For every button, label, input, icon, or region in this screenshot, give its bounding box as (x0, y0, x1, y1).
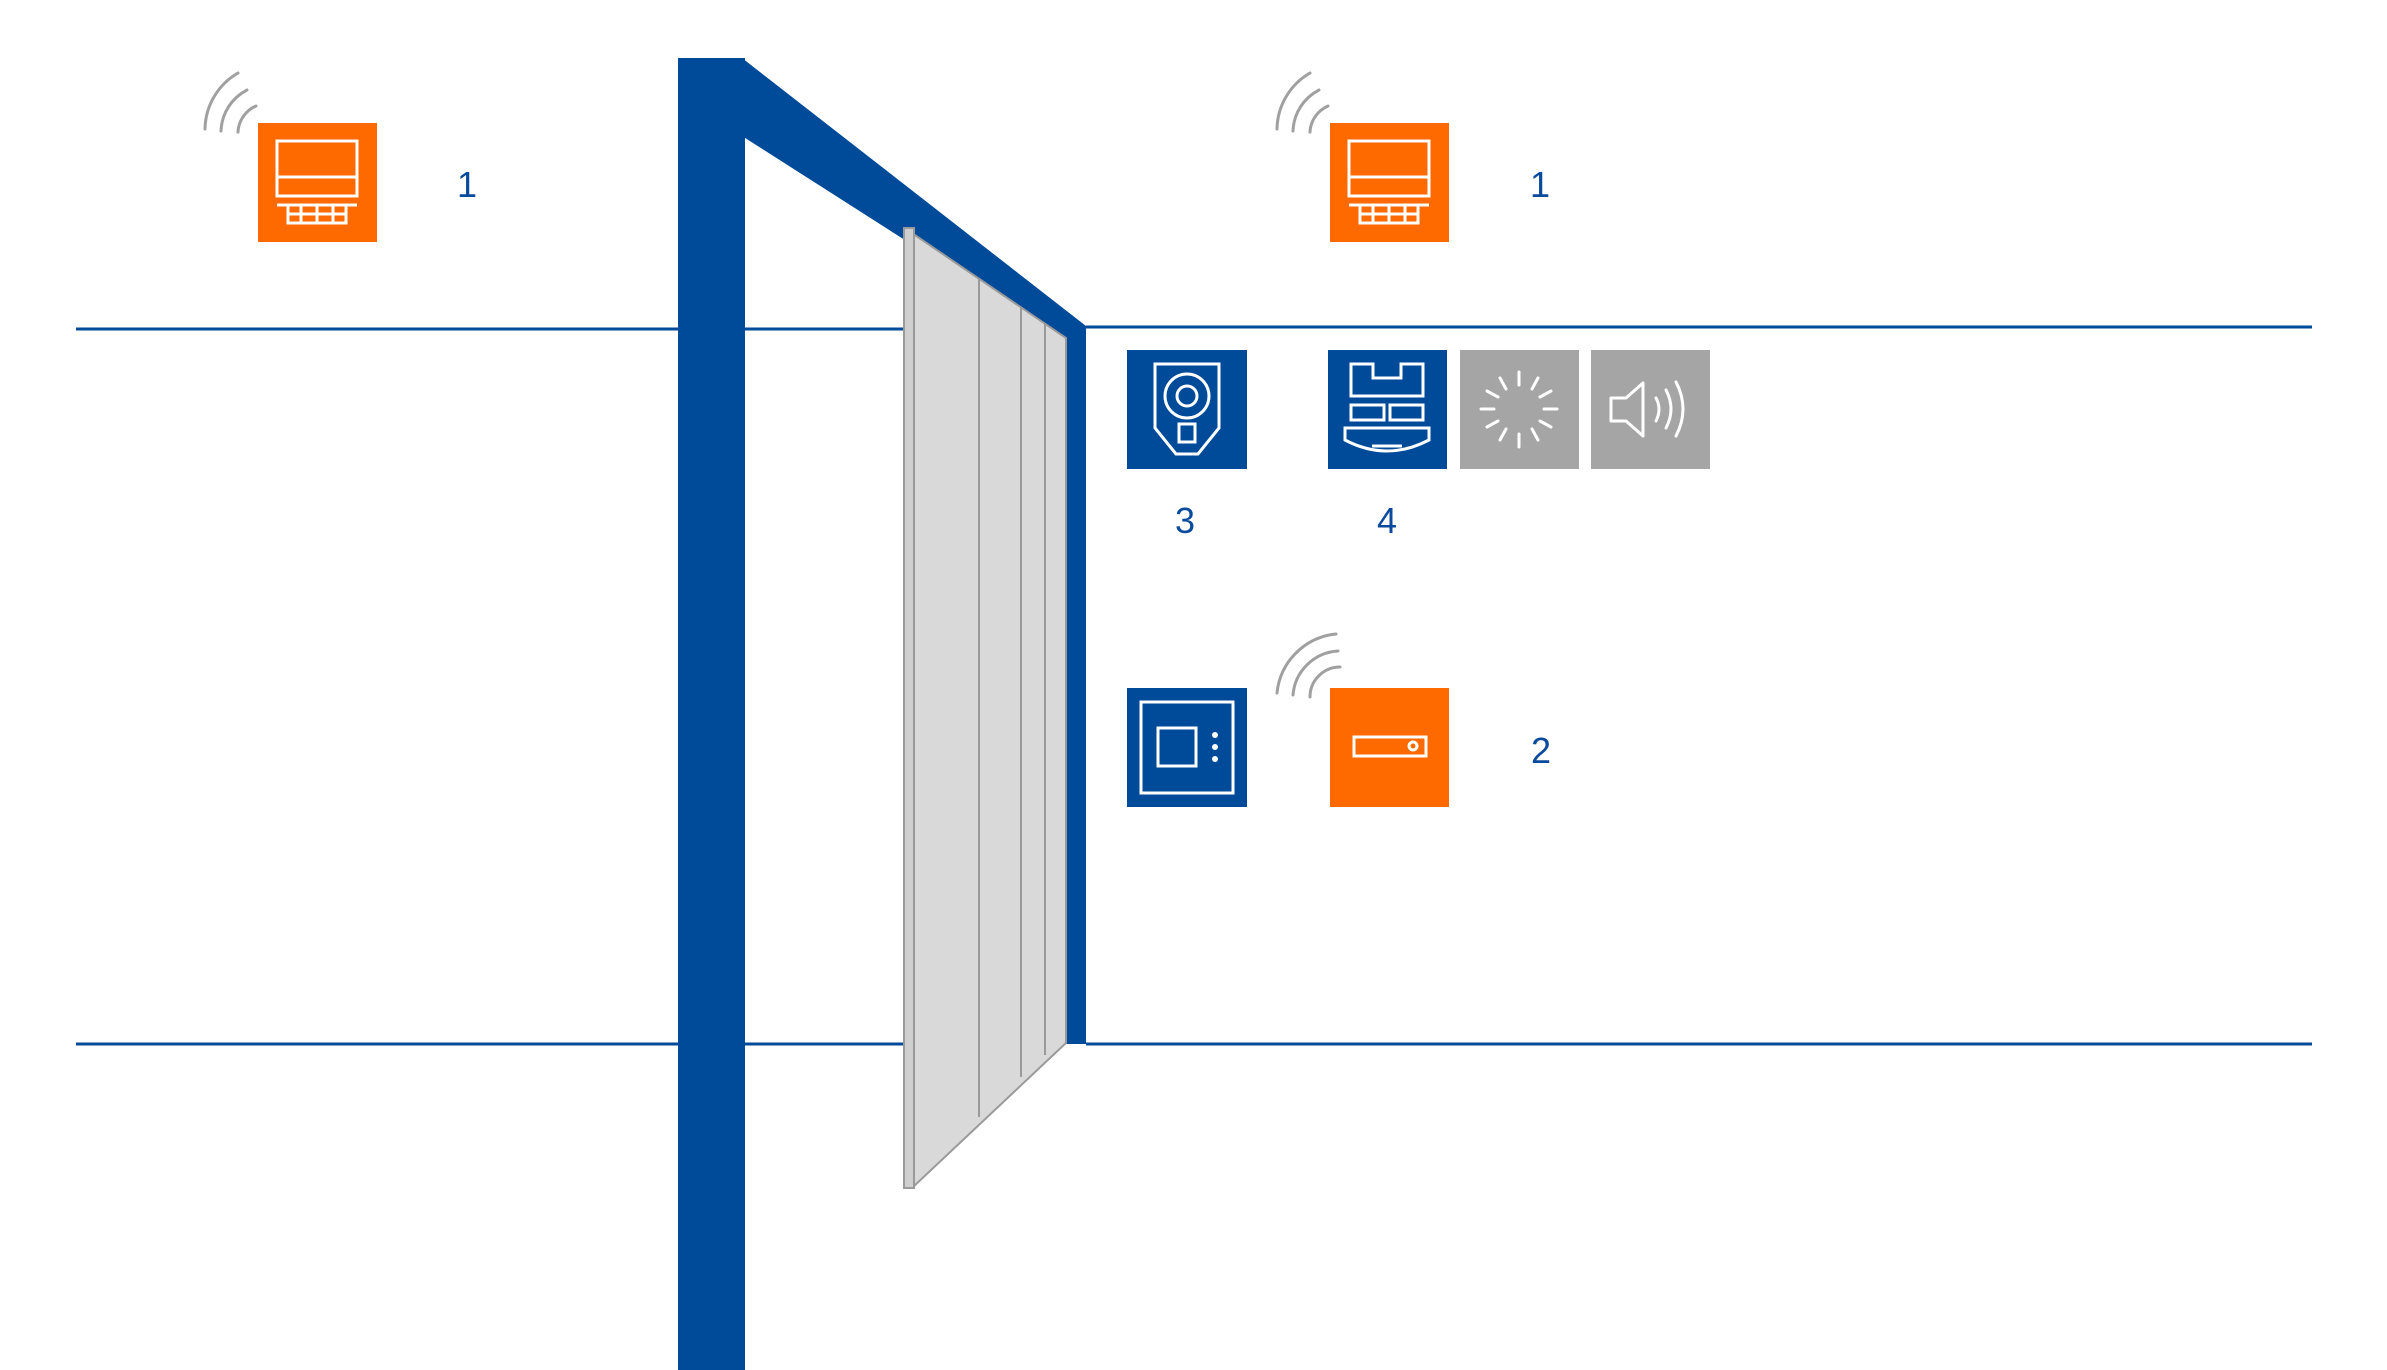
radar-motion-sensor-icon (258, 123, 377, 242)
speaker-icon (1591, 350, 1710, 469)
camera-lock-icon (1127, 350, 1247, 469)
door-leaf-edge (903, 227, 915, 1189)
wall-panel-icon (1127, 688, 1247, 807)
reference-lines (76, 325, 2312, 1046)
door-leaf-face (905, 227, 1067, 1188)
label-sensor-left: 1 (457, 164, 478, 205)
door-frame (678, 58, 1086, 1370)
label-sensor-right: 1 (1530, 164, 1551, 205)
radar-motion-sensor-icon (1330, 123, 1449, 242)
wireless-signal-icon (203, 71, 258, 134)
flash-light-icon (1460, 350, 1579, 469)
label-reader: 3 (1175, 500, 1196, 541)
door-frame-post (678, 58, 745, 1370)
label-radio-receiver: 2 (1531, 730, 1552, 771)
wireless-signal-icon (1275, 632, 1342, 699)
control-unit-icon (1328, 350, 1447, 469)
wireless-signal-icon (1275, 71, 1330, 134)
label-controller-group: 4 (1377, 500, 1398, 541)
door-leaf (903, 227, 1067, 1189)
radio-receiver-icon (1330, 688, 1449, 807)
